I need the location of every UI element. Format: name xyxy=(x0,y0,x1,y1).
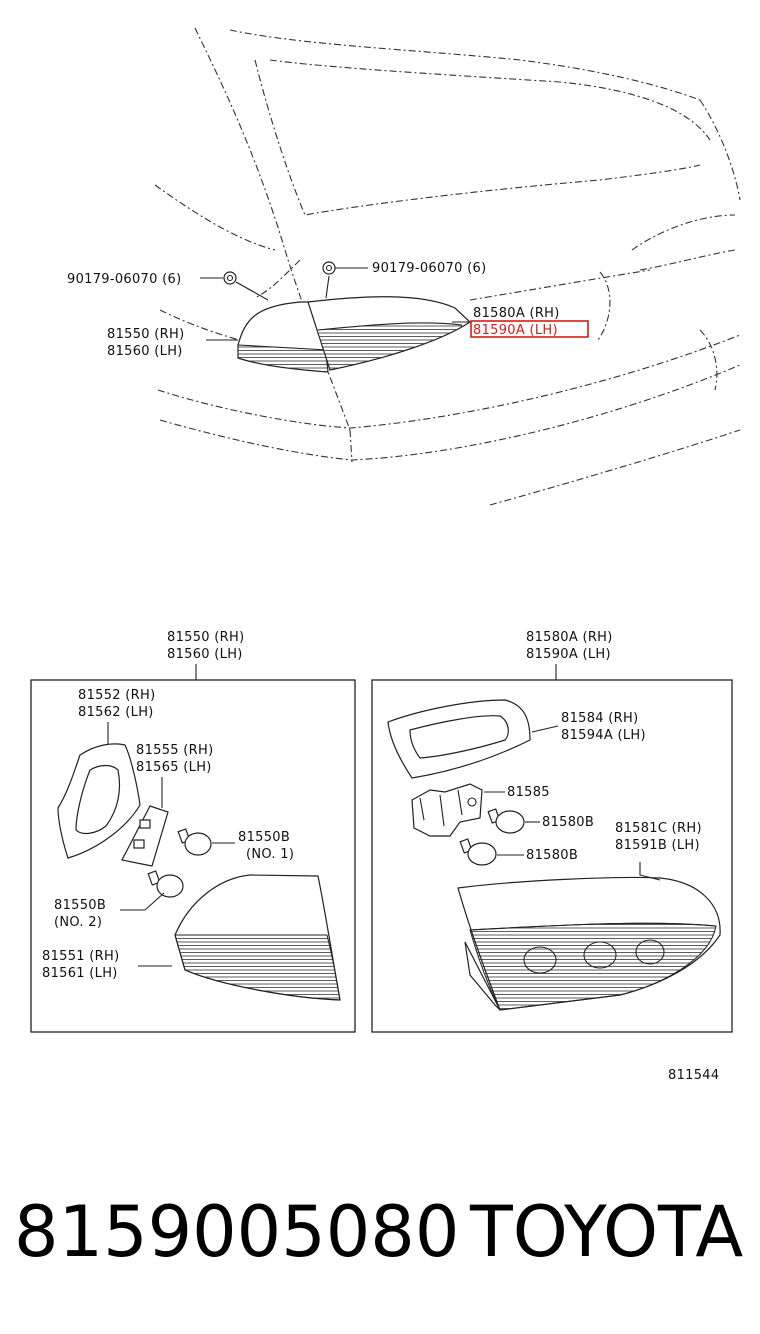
diagram-code: 811544 xyxy=(668,1068,719,1083)
label-socket-lh: 81565 (LH) xyxy=(136,760,212,775)
socket-outer xyxy=(121,805,169,867)
highlight-box xyxy=(470,320,589,338)
label-inner-bulb-a: 81580B xyxy=(542,815,594,830)
label-inner-gasket-lh: 81594A (LH) xyxy=(561,728,646,743)
label-socket-rh: 81555 (RH) xyxy=(136,743,213,758)
bulb-no1 xyxy=(177,828,212,856)
left-header-rh: 81550 (RH) xyxy=(167,630,244,645)
bulb-inner-a xyxy=(487,808,525,834)
bulb-no2 xyxy=(147,870,184,898)
left-detail-box xyxy=(30,679,356,1033)
right-header-lh: 81590A (LH) xyxy=(526,647,611,662)
inner-tail-lamp-overview xyxy=(307,296,471,371)
right-header-rh: 81580A (RH) xyxy=(526,630,613,645)
brand-name: TOYOTA xyxy=(469,1191,743,1273)
lens-inner xyxy=(457,876,721,1011)
label-nut-right: 90179-06070 (6) xyxy=(372,261,486,276)
part-number: 8159005080 xyxy=(14,1191,459,1273)
lens-outer xyxy=(174,874,341,1001)
label-gasket-rh: 81552 (RH) xyxy=(78,688,155,703)
right-detail-box xyxy=(371,679,733,1033)
label-inner-lens-rh: 81581C (RH) xyxy=(615,821,702,836)
car-body-outline xyxy=(154,27,741,506)
socket-inner xyxy=(411,783,483,837)
label-bulb1-part: 81550B xyxy=(238,830,290,845)
label-bulb2-part: 81550B xyxy=(54,898,106,913)
label-lens-lh: 81561 (LH) xyxy=(42,966,118,981)
gasket-inner xyxy=(387,699,531,779)
label-nut-left: 90179-06070 (6) xyxy=(67,272,181,287)
label-bulb2-no: (NO. 2) xyxy=(54,915,102,930)
label-inner-lamp-rh: 81580A (RH) xyxy=(473,306,560,321)
nut-left xyxy=(223,271,237,285)
left-header-lh: 81560 (LH) xyxy=(167,647,243,662)
label-inner-gasket-rh: 81584 (RH) xyxy=(561,711,638,726)
label-outer-lamp-rh: 81550 (RH) xyxy=(107,327,184,342)
label-gasket-lh: 81562 (LH) xyxy=(78,705,154,720)
label-inner-lens-lh: 81591B (LH) xyxy=(615,838,700,853)
outer-tail-lamp-overview xyxy=(237,301,329,373)
label-bulb1-no: (NO. 1) xyxy=(246,847,294,862)
gasket-outer xyxy=(57,743,141,859)
label-outer-lamp-lh: 81560 (LH) xyxy=(107,344,183,359)
label-inner-bulb-b: 81580B xyxy=(526,848,578,863)
label-lens-rh: 81551 (RH) xyxy=(42,949,119,964)
label-inner-socket: 81585 xyxy=(507,785,550,800)
bulb-inner-b xyxy=(459,838,497,866)
nut-right xyxy=(322,261,336,275)
label-inner-lamp-lh-highlighted[interactable]: 81590A (LH) xyxy=(473,323,558,338)
